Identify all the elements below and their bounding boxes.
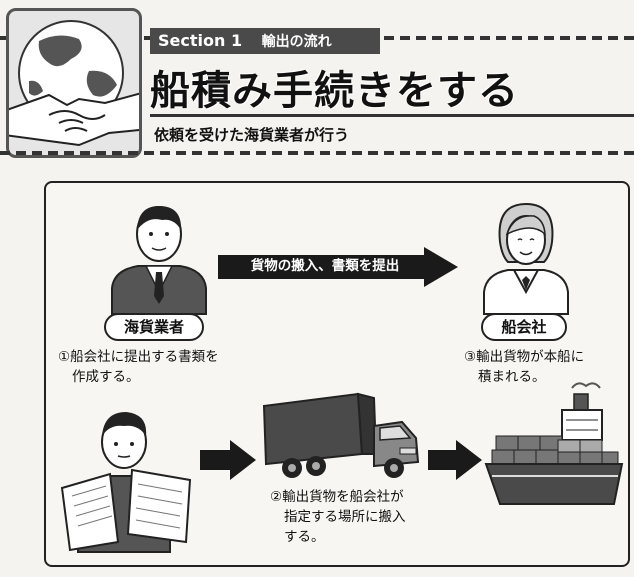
step-1-line-2: 作成する。 <box>72 369 140 385</box>
businesswoman-icon <box>483 202 569 315</box>
step-1-line-1: ①船会社に提出する書類を <box>58 349 219 365</box>
step-3-line-1: ③輸出貨物が本船に <box>464 349 585 365</box>
container-ship-icon <box>484 382 624 505</box>
section-label: Section 1 <box>158 31 243 50</box>
step-1-text: ①船会社に提出する書類を 作成する。 <box>58 347 219 387</box>
businessman-icon <box>111 206 207 315</box>
worker-with-documents-icon <box>60 412 192 553</box>
globe-handshake-icon <box>6 8 142 158</box>
header-bottom-dashed-rule <box>0 151 634 155</box>
step-3-line-2: 積まれる。 <box>478 369 546 385</box>
title-underline <box>150 114 634 117</box>
step-2-line-1: ②輸出貨物を船会社が <box>270 489 404 505</box>
right-arrow-icon <box>428 440 482 480</box>
actor-label-shipping-company: 船会社 <box>481 313 567 341</box>
right-arrow-icon <box>218 247 458 287</box>
section-bar: Section 1 輸出の流れ <box>150 28 380 54</box>
step-2-line-2: 指定する場所に搬入 <box>284 509 406 525</box>
step-3-text: ③輸出貨物が本船に 積まれる。 <box>464 347 584 387</box>
step-2-line-3: する。 <box>284 529 325 545</box>
actor-label-forwarder: 海貨業者 <box>104 313 204 341</box>
page-subtitle: 依頼を受けた海貨業者が行う <box>154 126 350 144</box>
right-arrow-icon <box>200 440 256 480</box>
step-2-text: ②輸出貨物を船会社が 指定する場所に搬入 する。 <box>270 487 406 547</box>
section-topic: 輸出の流れ <box>261 34 332 50</box>
top-arrow-label: 貨物の搬入、書類を提出 <box>250 258 400 274</box>
page-title: 船積み手続きをする <box>150 68 519 114</box>
truck-icon <box>262 392 420 478</box>
